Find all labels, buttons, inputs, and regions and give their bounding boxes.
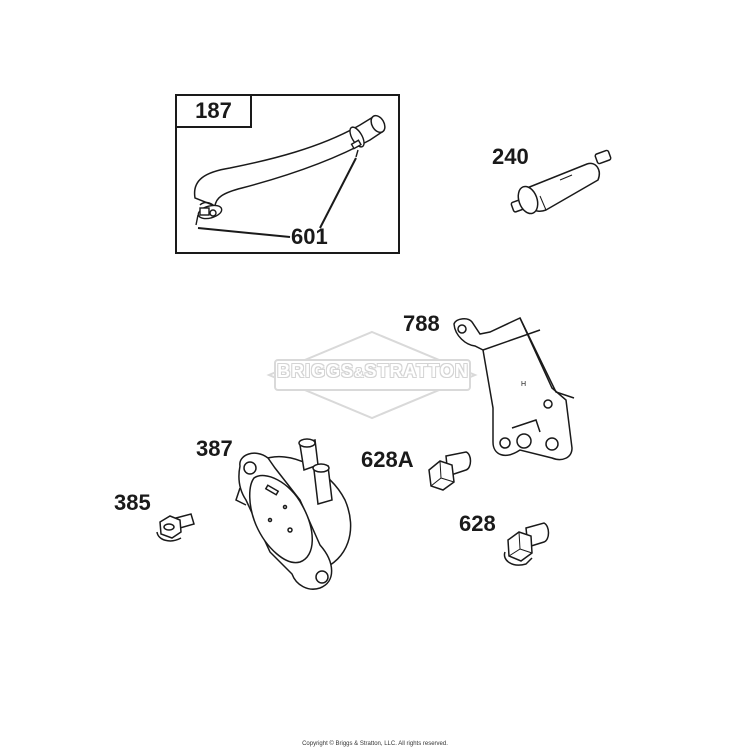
screw-385[interactable] — [156, 513, 195, 542]
callout-385: 385 — [114, 490, 151, 515]
brand-watermark-badge — [266, 330, 478, 420]
callout-788: 788 — [403, 311, 440, 336]
callout-187: 187 — [195, 98, 232, 123]
clamp-leader-lines — [197, 157, 357, 238]
hose-clamp-lower[interactable] — [195, 203, 223, 226]
screw-628a[interactable] — [428, 451, 472, 491]
fuel-filter[interactable] — [510, 149, 612, 216]
fuel-pump[interactable] — [235, 438, 352, 590]
mounting-bracket[interactable]: H — [453, 317, 575, 461]
callout-387: 387 — [196, 436, 233, 461]
callout-601: 601 — [291, 224, 328, 249]
brand-watermark-right: STRATTON — [364, 361, 469, 381]
callout-628: 628 — [459, 511, 496, 536]
brand-watermark-left: BRIGGS — [277, 361, 355, 381]
brand-watermark: BRIGGS&STRATTON — [268, 362, 478, 380]
screw-628[interactable] — [503, 522, 550, 566]
callout-628a: 628A — [361, 447, 414, 472]
copyright-notice: Copyright © Briggs & Stratton, LLC. All … — [302, 741, 448, 747]
svg-text:H: H — [521, 381, 526, 388]
callout-240: 240 — [492, 144, 529, 169]
hose-assembly-inset-box — [175, 94, 400, 254]
hose-clamp-upper[interactable] — [347, 125, 367, 158]
brand-watermark-sep: & — [354, 365, 365, 380]
